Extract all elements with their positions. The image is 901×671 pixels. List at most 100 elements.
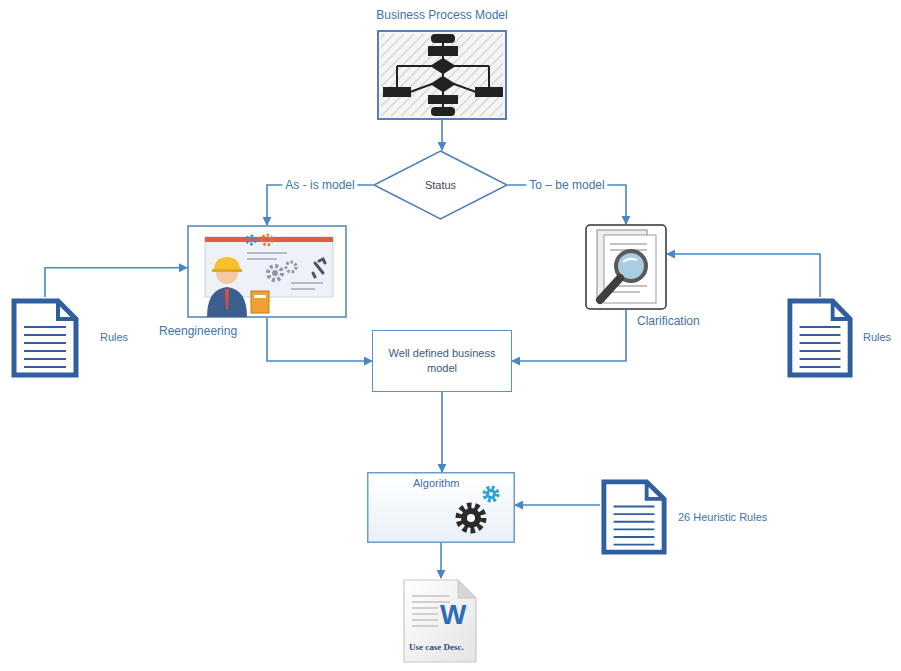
rules-document: Rules [10,297,80,379]
icon-part [397,65,489,67]
icon-part [800,358,841,360]
decision-diamond: Status [373,150,508,220]
icon-part [251,291,269,313]
icon-part [410,84,432,92]
icon-part [432,77,454,91]
icon-part [586,225,666,309]
icon-part [412,625,438,627]
icon-part [24,327,66,367]
icon-part [384,35,502,115]
icon-part [214,257,240,271]
box-caption: Reengineering [159,324,237,338]
icon-part [614,507,655,545]
icon-part [486,489,496,499]
magnifier-illustration [585,224,667,310]
icon-part [476,88,502,96]
connector-arrow [515,504,600,506]
connector-arrow [45,268,187,297]
use-case-document: W Use case Desc. [400,578,480,664]
icon-part [212,269,242,272]
heuristic-rules-document: 26 Heuristic Rules [600,478,668,556]
icon-part [458,580,476,598]
icon-part [429,47,457,55]
icon-part [412,619,438,621]
icon-part [24,350,66,352]
icon-part [454,84,476,92]
icon-part [614,521,655,523]
icon-part [313,259,325,277]
icon-part [432,108,454,115]
icon-part [610,291,640,293]
icon-part [489,492,493,496]
icon-part [247,258,277,260]
clarification-icon: Clarification [585,224,667,310]
icon-part [247,252,287,254]
icon-part [610,243,647,245]
icon-part [459,506,483,530]
icon-part [268,266,282,280]
document-caption: Use case Desc. [409,642,464,653]
icon-part [800,342,841,344]
icon-part [286,262,296,272]
icon-part [374,151,507,219]
icon-part [647,482,664,499]
icon-part [272,270,278,276]
icon-part [429,96,457,103]
icon-part [412,613,438,615]
icon-part [432,35,454,42]
document-icon [786,297,854,379]
document-label: 26 Heuristic Rules [678,511,767,524]
icon-part [790,301,850,375]
icon-part [381,34,503,116]
icon-part [58,301,76,319]
icon-part [461,508,481,528]
icon-part [412,595,450,597]
box-label: Algorithm [413,477,459,490]
icon-part [800,326,841,328]
icon-part [188,226,346,317]
document-label: Rules [863,331,891,344]
icon-part [614,513,655,515]
icon-part [800,366,841,368]
reengineering-box: Reengineering [187,225,347,318]
edge-label: As - is model [282,178,357,192]
connector-arrow [512,310,626,361]
rules-document: Rules [786,297,854,379]
icon-part [623,259,637,262]
connector-arrow [440,543,442,578]
icon-part [368,473,515,543]
icon-part [225,289,229,309]
word-logo-letter: W [440,598,466,632]
icon-part [412,607,438,609]
icon-part [24,326,66,328]
icon-part [467,514,475,522]
icon-part [800,334,841,336]
icon-part [396,66,398,88]
icon-part [800,327,841,367]
icon-part [24,366,66,368]
connector-arrow [508,185,626,224]
icon-part [600,278,620,300]
icon-part [207,287,247,317]
icon-part [254,295,266,298]
icon-part [404,580,476,662]
icon-part [614,544,655,546]
edge-label: To – be model [526,178,607,192]
connector-arrow [441,392,443,472]
box-label: Well defined business model [381,346,503,376]
icon-part [291,288,315,290]
diamond-label: Status [425,178,456,193]
icon-part [247,253,323,289]
icon-part [614,536,655,538]
connector-arrow [667,254,820,297]
algorithm-box: Algorithm [367,472,515,543]
document-label: Rules [100,331,128,344]
process-model-box: Business Process Model [377,30,507,120]
icon-part [488,66,490,88]
icon-part [614,528,655,530]
connector-arrow [267,185,373,225]
icon-part [614,506,655,508]
icon-part [378,31,506,119]
connector-arrow [267,318,372,361]
